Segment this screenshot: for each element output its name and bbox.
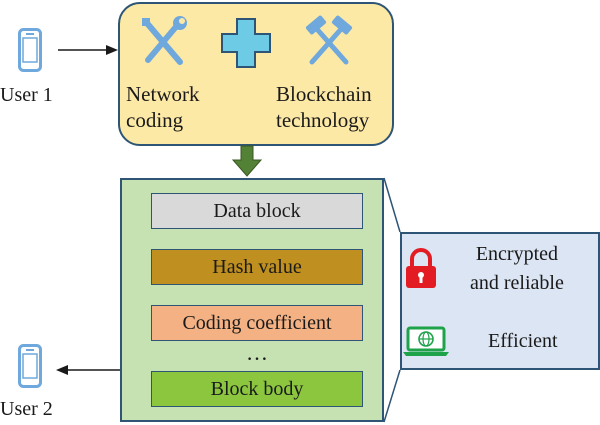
data-block-row: Data block xyxy=(151,193,363,229)
lock-icon xyxy=(406,248,436,288)
blockchain-technology-label: Blockchain technology xyxy=(276,82,372,132)
hammers-icon xyxy=(305,15,353,65)
arrow-to-user2 xyxy=(56,365,120,375)
user1-label: User 1 xyxy=(0,84,53,106)
block-body-row: Block body xyxy=(151,371,363,407)
user1-phone-icon xyxy=(18,28,42,72)
plus-icon xyxy=(221,18,271,68)
down-arrow xyxy=(231,145,263,177)
ellipsis: … xyxy=(246,340,268,365)
network-coding-label: Network coding xyxy=(126,82,200,132)
encrypted-reliable-label: Encrypted and reliable xyxy=(470,243,564,294)
callout-lines xyxy=(383,177,401,423)
laptop-globe-icon xyxy=(403,326,449,356)
user2-phone-icon xyxy=(18,344,42,388)
efficient-label: Efficient xyxy=(488,330,558,352)
hash-value-row: Hash value xyxy=(151,249,363,285)
coding-coefficient-row: Coding coefficient xyxy=(151,305,363,341)
wrench-screwdriver-icon xyxy=(142,16,187,65)
user2-label: User 2 xyxy=(0,398,53,420)
arrow-user1-to-top xyxy=(58,45,118,55)
